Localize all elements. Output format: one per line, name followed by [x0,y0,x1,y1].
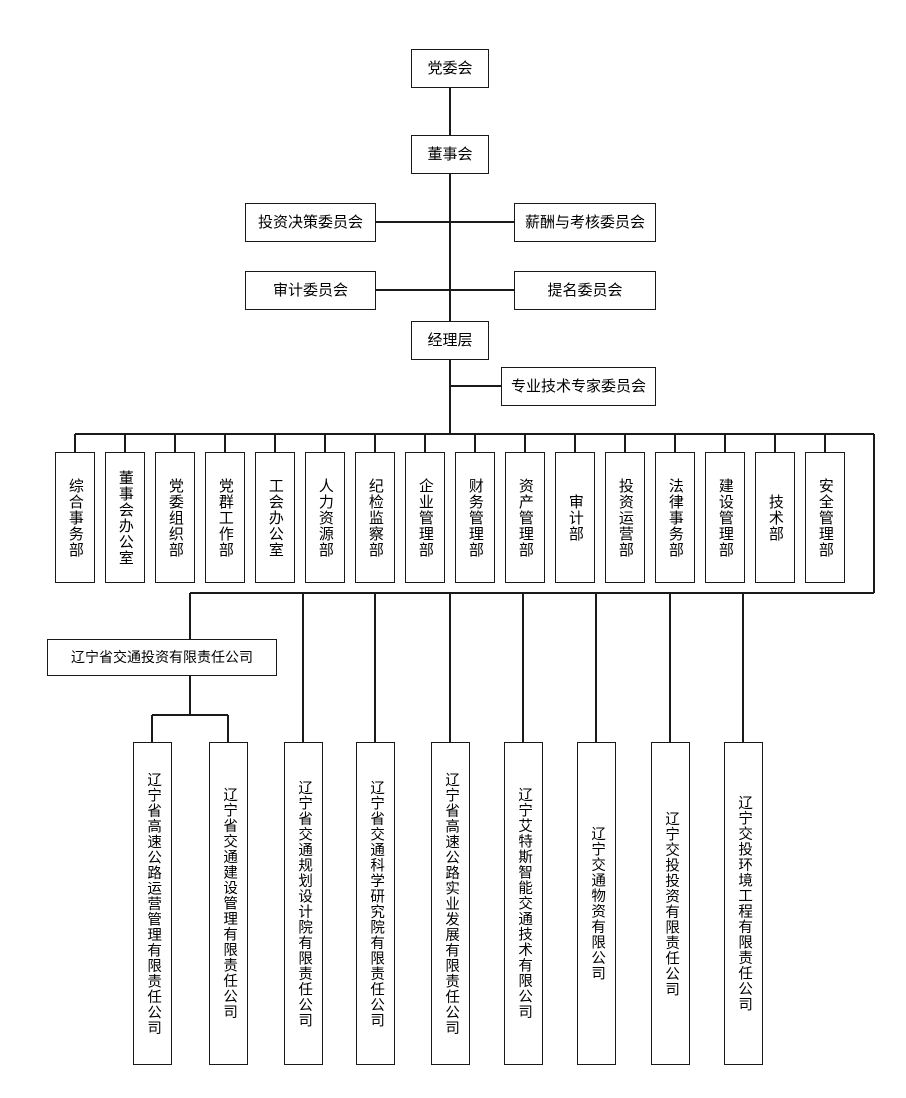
subsidiary-label: 辽宁省高速公路运营管理有限责任公司 [145,771,162,1036]
subsidiary-label: 辽宁交投投资有限责任公司 [663,810,680,997]
department-box[interactable]: 资产管理部 [505,452,545,583]
subsidiary-label: 辽宁省交通科学研究院有限责任公司 [368,779,385,1028]
department-box[interactable]: 财务管理部 [455,452,495,583]
node-label: 党委会 [427,59,473,77]
department-label: 党委组织部 [166,477,184,558]
department-box[interactable]: 综合事务部 [55,452,95,583]
department-box[interactable]: 法律事务部 [655,452,695,583]
department-box[interactable]: 党委组织部 [155,452,195,583]
department-box[interactable]: 技术部 [755,452,795,583]
subsidiary-box[interactable]: 辽宁交通物资有限公司 [577,742,616,1065]
node-holding-company[interactable]: 辽宁省交通投资有限责任公司 [47,639,277,676]
department-box[interactable]: 工会办公室 [255,452,295,583]
node-label: 薪酬与考核委员会 [524,213,645,231]
department-label: 法律事务部 [666,477,684,558]
node-audit-committee[interactable]: 审计委员会 [245,271,376,310]
node-label: 董事会 [427,145,473,163]
node-investment-decision-committee[interactable]: 投资决策委员会 [245,203,376,242]
subsidiary-label: 辽宁省交通规划设计院有限责任公司 [296,779,313,1028]
subsidiary-label: 辽宁省交通建设管理有限责任公司 [221,787,238,1020]
department-label: 人力资源部 [316,477,334,558]
node-label: 经理层 [427,331,473,349]
subsidiary-label: 辽宁交投环境工程有限责任公司 [736,795,753,1012]
subsidiary-box[interactable]: 辽宁交投环境工程有限责任公司 [724,742,763,1065]
subsidiary-label: 辽宁交通物资有限公司 [589,826,606,981]
node-board-of-directors[interactable]: 董事会 [411,135,489,174]
subsidiary-box[interactable]: 辽宁交投投资有限责任公司 [651,742,690,1065]
department-box[interactable]: 投资运营部 [605,452,645,583]
subsidiary-label: 辽宁艾特斯智能交通技术有限公司 [516,787,533,1020]
subsidiary-box[interactable]: 辽宁省交通建设管理有限责任公司 [209,742,248,1065]
subsidiary-box[interactable]: 辽宁省高速公路运营管理有限责任公司 [133,742,172,1065]
department-label: 纪检监察部 [366,477,384,558]
department-label: 财务管理部 [466,477,484,558]
node-label: 审计委员会 [272,281,348,299]
node-label: 提名委员会 [547,281,623,299]
department-label: 投资运营部 [616,477,634,558]
department-box[interactable]: 企业管理部 [405,452,445,583]
node-label: 辽宁省交通投资有限责任公司 [71,649,253,666]
node-remuneration-appraisal-committee[interactable]: 薪酬与考核委员会 [514,203,656,242]
node-label: 专业技术专家委员会 [510,377,646,395]
department-box[interactable]: 人力资源部 [305,452,345,583]
department-label: 安全管理部 [816,477,834,558]
department-label: 工会办公室 [266,477,284,558]
department-label: 资产管理部 [516,477,534,558]
department-label: 建设管理部 [716,477,734,558]
node-expert-committee[interactable]: 专业技术专家委员会 [501,367,656,406]
department-label: 综合事务部 [66,477,84,558]
department-label: 董事会办公室 [116,469,134,566]
department-label: 技术部 [766,493,784,542]
department-label: 党群工作部 [216,477,234,558]
node-label: 投资决策委员会 [257,213,363,231]
subsidiary-box[interactable]: 辽宁省交通规划设计院有限责任公司 [284,742,323,1065]
node-management-level[interactable]: 经理层 [411,321,489,360]
department-box[interactable]: 安全管理部 [805,452,845,583]
department-box[interactable]: 纪检监察部 [355,452,395,583]
department-box[interactable]: 党群工作部 [205,452,245,583]
department-box[interactable]: 审计部 [555,452,595,583]
department-box[interactable]: 董事会办公室 [105,452,145,583]
subsidiary-box[interactable]: 辽宁省交通科学研究院有限责任公司 [356,742,395,1065]
department-label: 审计部 [566,493,584,542]
department-label: 企业管理部 [416,477,434,558]
subsidiary-box[interactable]: 辽宁省高速公路实业发展有限责任公司 [431,742,470,1065]
node-party-committee[interactable]: 党委会 [411,49,489,88]
subsidiary-label: 辽宁省高速公路实业发展有限责任公司 [443,771,460,1036]
department-box[interactable]: 建设管理部 [705,452,745,583]
node-nomination-committee[interactable]: 提名委员会 [514,271,656,310]
subsidiary-box[interactable]: 辽宁艾特斯智能交通技术有限公司 [504,742,543,1065]
